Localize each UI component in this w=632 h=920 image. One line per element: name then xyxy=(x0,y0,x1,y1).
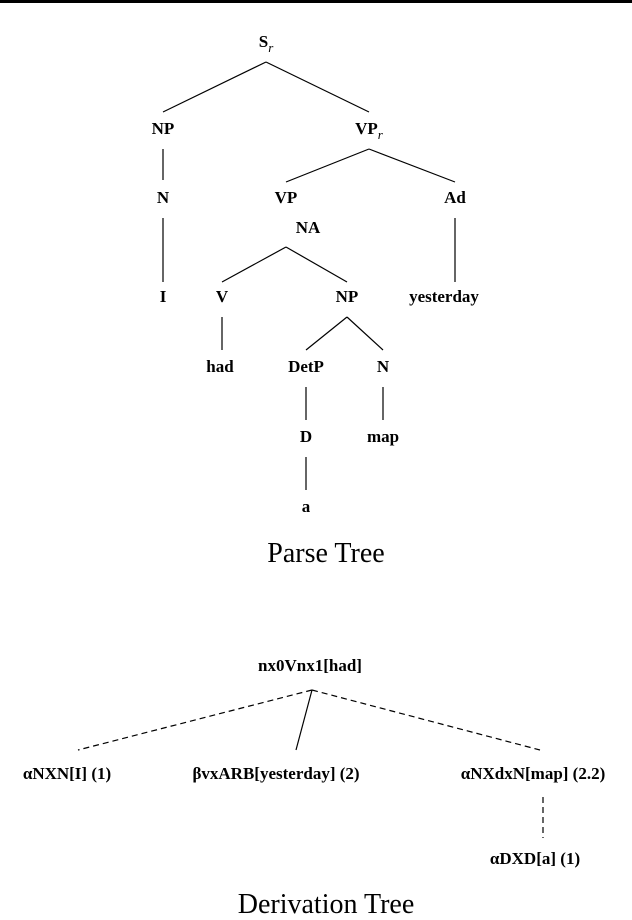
node-np: NP xyxy=(152,119,175,138)
node-na: NA xyxy=(296,218,321,237)
edge-vp-v xyxy=(221,246,287,283)
leaf-yesterday: yesterday xyxy=(409,287,479,306)
derivation-tree-nodes: nx0Vnx1[had] αNXN[I] (1) βvxARB[yesterda… xyxy=(23,656,605,868)
derivation-tree-caption: Derivation Tree xyxy=(238,889,415,920)
node-s: Sr xyxy=(259,32,274,55)
edge-np-n2 xyxy=(346,316,384,351)
deriv-edge-vxarb xyxy=(295,689,313,751)
deriv-root: nx0Vnx1[had] xyxy=(258,656,362,675)
edge-np-detp xyxy=(305,316,348,351)
parse-tree-caption: Parse Tree xyxy=(267,538,384,569)
leaf-map: map xyxy=(367,427,399,446)
node-ad: Ad xyxy=(444,188,466,207)
node-n-object: N xyxy=(377,357,390,376)
edge-vpr-vp xyxy=(285,148,370,183)
leaf-a: a xyxy=(302,497,311,516)
top-rule xyxy=(0,0,632,3)
node-np-object: NP xyxy=(336,287,359,306)
edge-vpr-ad xyxy=(368,148,456,183)
leaf-had: had xyxy=(206,357,234,376)
deriv-edge-nxn xyxy=(77,689,313,751)
derivation-tree-edges xyxy=(77,689,544,838)
deriv-child-nxdxn: αNXdxN[map] (2.2) xyxy=(461,764,606,783)
node-vp: VP xyxy=(275,188,298,207)
node-n: N xyxy=(157,188,170,207)
node-v: V xyxy=(216,287,229,306)
edge-vp-np xyxy=(285,246,348,283)
leaf-i: I xyxy=(160,287,167,306)
parse-tree-edges xyxy=(162,61,456,490)
node-d: D xyxy=(300,427,312,446)
node-vp-r: VPr xyxy=(355,119,384,142)
edge-s-np xyxy=(162,61,267,113)
parse-tree-nodes: Sr NP VPr N VP NA Ad I V NP yesterday ha… xyxy=(152,32,480,516)
deriv-edge-nxdxn xyxy=(311,689,541,751)
deriv-child-vxarb: βvxARB[yesterday] (2) xyxy=(192,764,359,783)
deriv-grandchild-dxd: αDXD[a] (1) xyxy=(490,849,580,868)
deriv-child-nxn: αNXN[I] (1) xyxy=(23,764,111,783)
edge-s-vpr xyxy=(265,61,370,113)
node-detp: DetP xyxy=(288,357,324,376)
